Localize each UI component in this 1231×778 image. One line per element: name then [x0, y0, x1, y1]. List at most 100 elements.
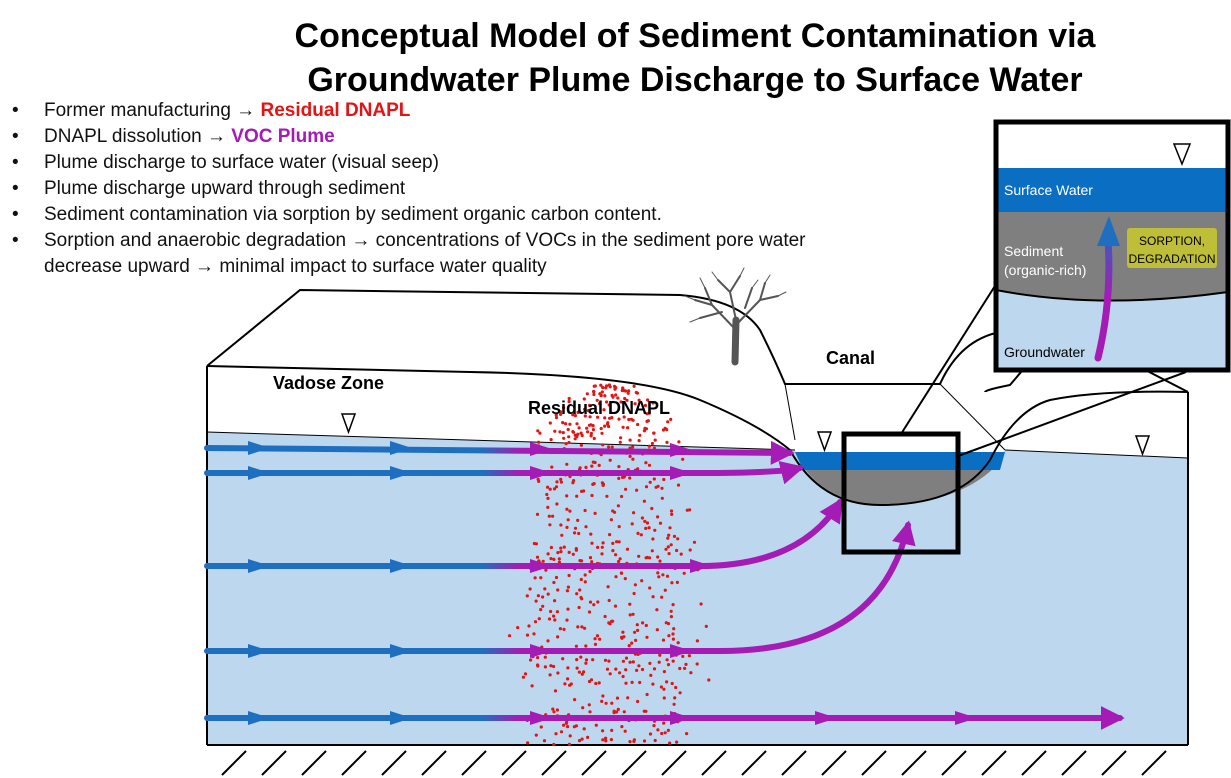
dnapl-droplet — [566, 725, 570, 729]
dnapl-droplet — [564, 721, 569, 726]
dnapl-droplet — [631, 457, 635, 461]
dnapl-droplet — [653, 528, 657, 532]
dnapl-droplet — [551, 514, 555, 518]
dnapl-droplet — [643, 519, 647, 524]
dnapl-droplet — [552, 580, 556, 585]
dnapl-droplet — [635, 488, 639, 492]
dnapl-droplet — [641, 621, 645, 625]
dnapl-droplet — [577, 670, 582, 674]
dnapl-droplet — [582, 489, 586, 493]
inset-surface-water-zone — [996, 168, 1228, 212]
dnapl-droplet — [650, 441, 655, 446]
water-table-triangle-left — [340, 413, 357, 435]
dnapl-droplet — [627, 389, 631, 393]
dnapl-droplet — [542, 739, 547, 743]
dnapl-droplet — [620, 494, 624, 499]
dnapl-droplet — [640, 579, 644, 583]
dnapl-droplet — [548, 487, 552, 491]
dnapl-droplet — [565, 494, 569, 498]
dnapl-droplet — [622, 415, 626, 419]
dnapl-droplet — [575, 658, 579, 662]
dnapl-droplet — [596, 600, 600, 604]
dnapl-droplet — [575, 422, 579, 426]
dnapl-droplet — [587, 423, 592, 427]
dnapl-droplet — [532, 541, 537, 546]
dnapl-droplet — [549, 545, 554, 550]
canal-sediment — [800, 462, 1000, 505]
dnapl-droplet — [603, 658, 608, 662]
dnapl-droplet — [685, 508, 689, 512]
dnapl-droplet — [536, 656, 540, 660]
dnapl-droplet — [526, 741, 530, 745]
dnapl-droplet — [662, 721, 666, 725]
dnapl-droplet — [608, 672, 612, 676]
dnapl-droplet — [584, 465, 588, 469]
dnapl-droplet — [595, 634, 600, 638]
dnapl-droplet — [687, 654, 692, 658]
dnapl-droplet — [574, 724, 579, 728]
dnapl-droplet — [658, 521, 663, 525]
dnapl-droplet — [661, 573, 665, 577]
inset-groundwater-label: Groundwater — [1004, 344, 1085, 360]
dnapl-droplet — [533, 620, 538, 624]
dnapl-droplet — [606, 421, 610, 425]
dnapl-droplet — [610, 445, 614, 449]
dnapl-droplet — [669, 615, 674, 619]
dnapl-droplet — [648, 732, 653, 736]
dnapl-droplet — [601, 541, 605, 545]
dnapl-droplet — [576, 518, 580, 523]
dnapl-droplet — [611, 395, 615, 399]
dnapl-droplet — [623, 729, 627, 733]
dnapl-droplet — [593, 511, 597, 515]
dnapl-droplet — [576, 625, 580, 629]
flow-arrow-1 — [204, 440, 795, 465]
dnapl-droplet — [655, 628, 659, 632]
dnapl-droplet — [663, 588, 667, 592]
dnapl-droplet — [665, 658, 669, 662]
dnapl-droplet — [614, 393, 618, 397]
dnapl-droplet — [546, 485, 550, 489]
dnapl-droplet — [545, 492, 549, 497]
dnapl-droplet — [584, 644, 588, 648]
dnapl-droplet — [548, 523, 552, 527]
dnapl-droplet — [668, 741, 672, 745]
dnapl-droplet — [675, 548, 679, 553]
dnapl-droplet — [617, 559, 621, 564]
dnapl-droplet — [575, 494, 579, 498]
dnapl-droplet — [664, 547, 668, 551]
dnapl-droplet — [573, 414, 578, 418]
dnapl-droplet — [617, 525, 621, 529]
dnapl-droplet — [652, 477, 656, 481]
dnapl-droplet — [597, 463, 601, 467]
dnapl-droplet — [670, 512, 674, 517]
dnapl-droplet — [584, 525, 588, 529]
dnapl-droplet — [618, 557, 622, 561]
dnapl-droplet — [521, 675, 526, 679]
dnapl-droplet — [666, 728, 671, 733]
dnapl-droplet — [678, 691, 682, 695]
bullet-item-5: • Sediment contamination via sorption by… — [12, 202, 972, 228]
dnapl-droplet — [592, 603, 596, 607]
bullet-highlight-residual-dnapl: Residual DNAPL — [260, 100, 411, 121]
dnapl-droplet — [608, 416, 612, 420]
dnapl-droplet — [543, 587, 547, 591]
dnapl-droplet — [552, 614, 556, 618]
dnapl-droplet — [567, 435, 571, 439]
dnapl-droplet — [579, 655, 583, 659]
flow-arrowheads — [248, 441, 977, 725]
dnapl-droplet — [539, 725, 543, 729]
dnapl-droplet — [535, 512, 540, 517]
dnapl-droplet — [625, 547, 630, 551]
dnapl-droplet — [605, 400, 609, 404]
bullet-highlight-voc-plume: VOC Plume — [231, 126, 335, 147]
dnapl-droplet — [656, 555, 660, 559]
dnapl-droplet — [669, 543, 673, 547]
dnapl-droplet — [616, 504, 621, 508]
dnapl-droplet — [645, 635, 649, 639]
dnapl-droplet — [586, 409, 591, 413]
bullet-text: DNAPL dissolution → — [44, 126, 232, 147]
dnapl-droplet — [559, 546, 563, 550]
dnapl-droplet — [666, 536, 670, 540]
dnapl-droplet — [554, 732, 558, 736]
dnapl-droplet — [605, 667, 610, 671]
